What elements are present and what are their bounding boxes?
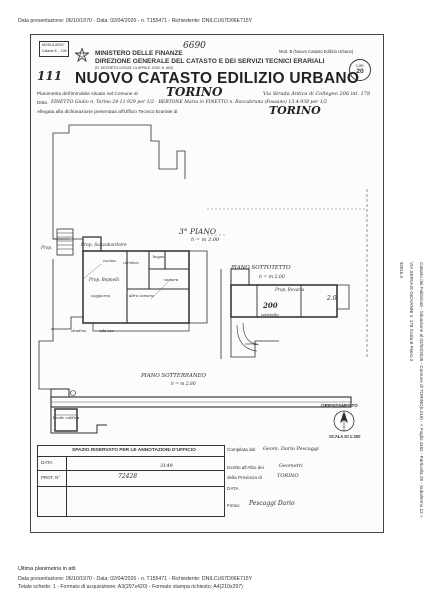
form-title: NUOVO CATASTO EDILIZIO URBANO	[75, 70, 360, 87]
modulario-text: MODULARIO	[42, 43, 64, 47]
compiler-data-label: DATA	[227, 486, 239, 491]
room-sala-uso: sala uso	[99, 329, 114, 333]
prop-left: Prop.	[41, 245, 53, 250]
office-annotations-box: SPAZIO RISERVATO PER LE ANNOTAZIONI D'UF…	[37, 445, 225, 517]
ministry-label: MINISTERO DELLE FINANZE	[95, 50, 183, 57]
room-altra-camera: altra camera	[129, 293, 154, 298]
compiler-block: Compilata dal Geom. Dario Pescaggi Iscri…	[227, 445, 377, 515]
sottotetto-title: PIANO SOTTOTETTO	[231, 265, 291, 271]
sottotetto-height: h = m 2.00	[259, 275, 285, 280]
allegata-value: TORINO	[269, 104, 321, 117]
prop-sanzabardoire: Prop. Sanzabardoire	[81, 243, 127, 248]
label-cortile: cortile	[245, 341, 258, 346]
decree-note: (R. DECRETO-LEGGE 13 APRILE 1939, N. 652…	[95, 66, 174, 70]
footer-line1: Data presentazione: 06/10/1970 - Data: 0…	[18, 576, 253, 582]
office-num-value: 3149	[160, 463, 173, 469]
model-label: Mod. B (Nuovo Catasto Edilizio Urbano)	[279, 49, 354, 54]
office-prot-value: 72428	[118, 473, 138, 480]
direction-label: DIREZIONE GENERALE DEL CATASTO E DEI SER…	[95, 58, 325, 65]
iscritto-value: Geometri	[279, 463, 303, 469]
side-code: 92016.3	[398, 262, 404, 292]
via-value: Via Strada Antica di Collegno 206 int. 1…	[263, 91, 371, 97]
room-locale-caldaia: locale caldaia	[53, 415, 80, 420]
room-sottotetto: sottotetto	[261, 313, 279, 317]
cadastral-sheet: MODULARIO Catasto E. - 106 6690 Mod. B (…	[30, 34, 384, 533]
side-cadastral-info: Catasto dei Fabbricati - Situazione al 0…	[416, 262, 424, 518]
north-arrow-icon	[332, 409, 356, 433]
firma-value: Pescaggi Dario	[249, 500, 295, 507]
compilata-label: Compilata dal	[227, 447, 256, 452]
office-prot-label: PROT. N°	[41, 475, 61, 480]
modulario-model: Catasto E. - 106	[42, 49, 67, 53]
side-code-text: 92016.3	[399, 262, 404, 278]
lire-stamp: Lire 20	[349, 59, 371, 81]
ditta-value: FINETTO Giulio n. Torino 24-11-929 per 1…	[51, 100, 328, 105]
prop-bepnelli: Prop. Bepnelli	[89, 277, 120, 282]
header-info: Data presentazione: 06/10/1970 - Data: 0…	[18, 18, 253, 24]
plan-line-label: Planimetria dell'immobile situato nel Co…	[37, 92, 138, 97]
compilata-value: Geom. Dario Pescaggi	[263, 446, 319, 452]
label-stradina: stradina	[71, 329, 87, 333]
prop-rovaria: Prop. Rovaria	[275, 287, 305, 292]
lire-label: Lire	[356, 63, 364, 68]
room-soggiorno: soggiorno	[91, 293, 111, 298]
footer-line2: Totale schede: 1 - Formato di acquisizio…	[18, 584, 243, 590]
room-camera: camera	[164, 277, 179, 282]
room-bagno: bagno	[153, 255, 165, 259]
firma-label: Firma:	[227, 503, 241, 508]
piano3-height: h = m 3.00	[191, 237, 220, 243]
sottotetto-mark: 200	[263, 301, 278, 310]
room-corridoio: corridoio	[123, 261, 139, 265]
floor-plan-drawing	[38, 124, 368, 390]
modulario-stamp: MODULARIO Catasto E. - 106	[39, 41, 69, 57]
provincia-value: TORINO	[277, 473, 299, 479]
allegata-label: Allegata alla dichiarazione presentata a…	[37, 110, 178, 115]
lire-value: 20	[356, 68, 364, 75]
comune-value: TORINO	[166, 85, 223, 99]
office-data-label: DATA	[41, 460, 53, 465]
handwritten-number: 6690	[183, 41, 206, 51]
sotterraneo-title: PIANO SOTTERRANEO	[141, 373, 206, 379]
ditta-label: Ditta	[37, 101, 47, 106]
provincia-label: della Provincia di	[227, 475, 262, 480]
orientamento-label: ORIENTAMENTO	[321, 403, 358, 408]
basement-drawing	[50, 388, 352, 434]
piano3-title: 3° PIANO	[179, 227, 217, 236]
sottotetto-mark2: 2.0	[327, 295, 337, 302]
footer-last-plan: Ultima planimetria in atti	[18, 566, 76, 572]
iscritto-label: Iscritto all'Albo dei	[227, 465, 264, 470]
republic-emblem	[74, 47, 90, 63]
sotterraneo-height: h = m 2.80	[171, 382, 196, 387]
room-cucina: cucina	[103, 258, 116, 263]
scala-label: SCALA DI 1:200	[329, 434, 361, 439]
office-box-title: SPAZIO RISERVATO PER LE ANNOTAZIONI D'UF…	[72, 448, 196, 453]
side-cadastral-text: Catasto dei Fabbricati - Situazione al 0…	[419, 262, 424, 518]
side-address-text: VIA SERVAIS GIOVANNI n. 178 Scala B Pian…	[409, 262, 414, 362]
side-address-info: VIA SERVAIS GIOVANNI n. 178 Scala B Pian…	[408, 262, 414, 361]
card-number: 111	[37, 69, 63, 83]
